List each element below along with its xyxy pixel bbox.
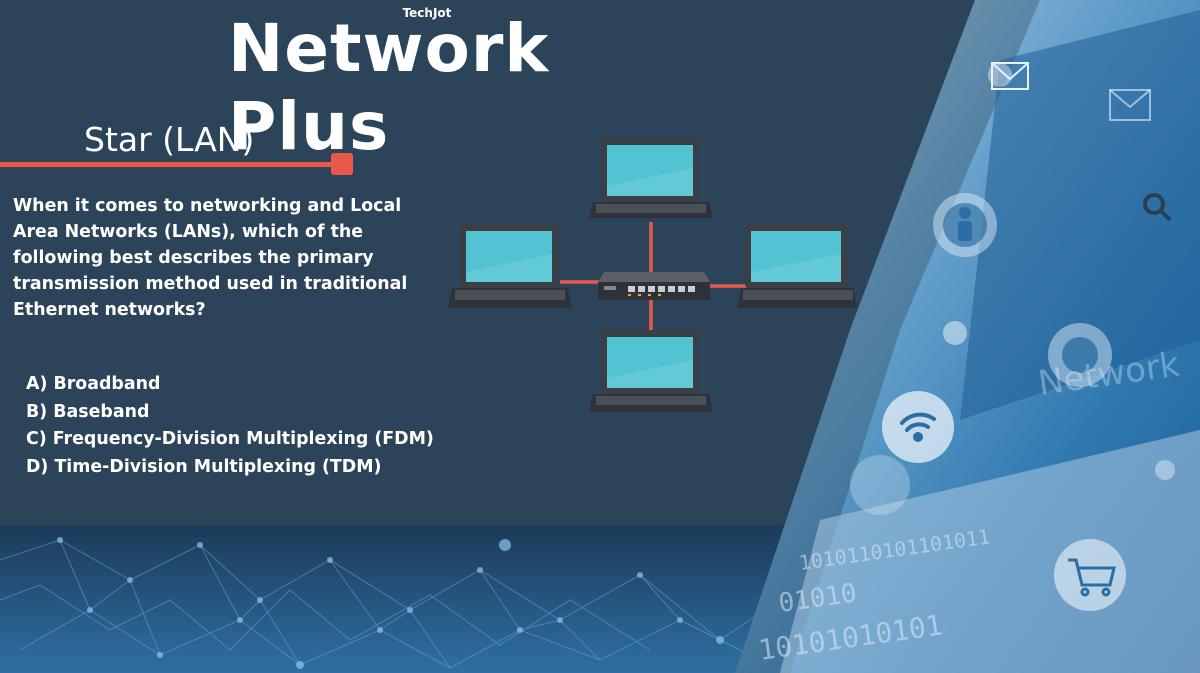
accent-square bbox=[331, 153, 353, 175]
network-switch bbox=[598, 272, 710, 300]
option-c: C) Frequency-Division Multiplexing (FDM) bbox=[26, 429, 434, 450]
search-icon bbox=[1143, 193, 1172, 222]
photo-laptop-screen bbox=[960, 10, 1200, 420]
section-title: Star (LAN) bbox=[84, 120, 255, 159]
laptop-left bbox=[448, 224, 572, 308]
network-mesh-nodes bbox=[57, 537, 724, 669]
laptop-top bbox=[589, 138, 713, 218]
option-d: D) Time-Division Multiplexing (TDM) bbox=[26, 456, 382, 477]
topology-links bbox=[560, 222, 752, 330]
wifi-icon bbox=[900, 412, 936, 442]
laptop-right bbox=[737, 224, 857, 308]
accent-line bbox=[0, 162, 340, 167]
laptop-bottom bbox=[589, 330, 713, 412]
answer-options: A) Broadband B) Baseband C) Frequency-Di… bbox=[26, 371, 434, 481]
photo-laptop-keyboard bbox=[780, 430, 1200, 673]
mail-icon bbox=[991, 62, 1151, 121]
option-b: B) Baseband bbox=[26, 401, 150, 422]
brand-label: TechJot bbox=[402, 6, 452, 20]
page-title: Network Plus bbox=[228, 10, 550, 165]
question-text: When it comes to networking and Local Ar… bbox=[13, 196, 408, 320]
star-topology-diagram bbox=[448, 138, 857, 412]
user-icon bbox=[958, 207, 972, 241]
cart-icon bbox=[1068, 558, 1116, 597]
option-a: A) Broadband bbox=[26, 374, 161, 394]
